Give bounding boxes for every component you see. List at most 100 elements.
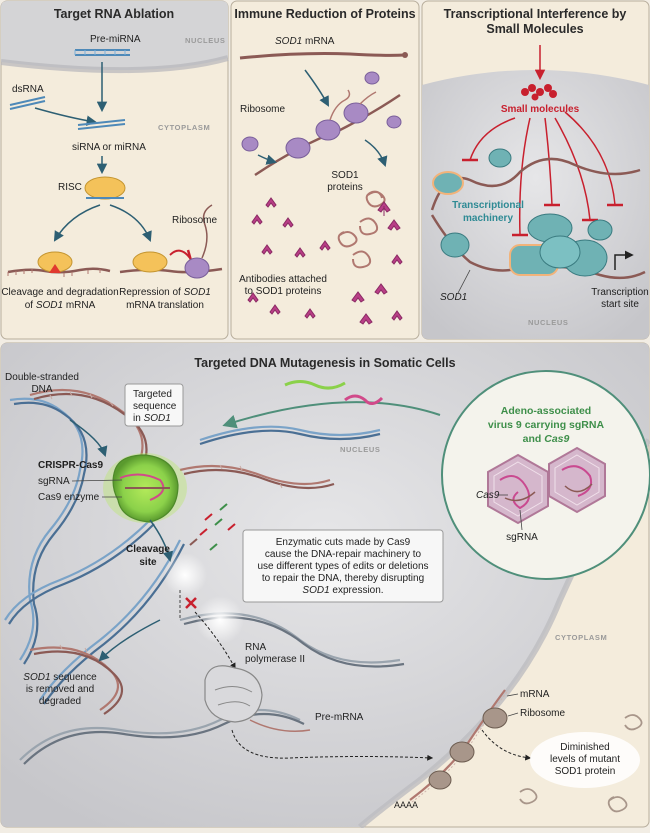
svg-text:use different types of edits o: use different types of edits or deletion… — [257, 561, 428, 572]
crispr-cas9-complex — [103, 453, 187, 523]
sirna-strand — [77, 119, 126, 130]
nucleus-label: NUCLEUS — [340, 445, 380, 454]
cytoplasm-label: CYTOPLASM — [555, 633, 607, 642]
protein-fragments — [519, 714, 643, 813]
pre-mrna-label: Pre-mRNA — [315, 712, 364, 723]
svg-text:in SOD1: in SOD1 — [133, 413, 171, 424]
sgrna-label: sgRNA — [38, 476, 70, 487]
sod1-protein-cluster — [337, 190, 386, 269]
aav-label-1: Adeno-associated — [501, 405, 591, 417]
aav-circle: Adeno-associated virus 9 carrying sgRNA … — [441, 370, 650, 580]
panel-frame — [230, 0, 420, 340]
svg-text:cause the DNA-repair machinery: cause the DNA-repair machinery to — [265, 549, 422, 560]
cleavage-label-2: of SOD1 mRNA — [25, 300, 96, 311]
repression-label-1: Repression of SOD1 — [119, 287, 211, 298]
ribosome-c1 — [482, 707, 508, 729]
svg-text:Diminished: Diminished — [560, 742, 609, 753]
antibodies-label-2: to SOD1 proteins — [245, 286, 322, 297]
panel-rna-ablation: Target RNA Ablation NUCLEUS CYTOPLASM Pr… — [0, 0, 229, 340]
antibodies-label-1: Antibodies attached — [239, 274, 327, 285]
aav-label-3: and Cas9 — [523, 433, 570, 445]
aav-capsid-2 — [548, 446, 606, 514]
dsrna-label: dsRNA — [12, 84, 44, 95]
ds-dna-label-2: DNA — [31, 384, 52, 395]
nucleus-label: NUCLEUS — [185, 36, 225, 45]
removed-label-1: SOD1 sequence — [23, 672, 97, 683]
ribosome-3 — [343, 102, 369, 124]
machinery-label-1: Transcriptional — [452, 200, 524, 211]
transcription-start-arrow — [614, 250, 634, 270]
ribosome-repressed — [184, 257, 210, 279]
diminished-protein-bubble: Diminished levels of mutant SOD1 protein — [530, 732, 640, 788]
svg-text:levels of mutant: levels of mutant — [550, 754, 620, 765]
svg-text:Enzymatic cuts made by Cas9: Enzymatic cuts made by Cas9 — [276, 537, 411, 548]
panel-title: Target RNA Ablation — [54, 7, 174, 21]
panel-title-line1: Transcriptional Interference by — [444, 7, 627, 21]
aav-delivery-arrow — [222, 401, 441, 429]
ribosome-c3 — [428, 770, 452, 790]
ribosome-label: Ribosome — [172, 215, 217, 226]
nucleus-label: NUCLEUS — [528, 318, 568, 327]
ribosome-1 — [285, 137, 311, 159]
risc-label: RISC — [58, 182, 82, 193]
risc-complex — [84, 176, 126, 200]
panel-title: Targeted DNA Mutagenesis in Somatic Cell… — [194, 356, 455, 370]
panel-transcriptional: Transcriptional Interference by Small Mo… — [421, 0, 650, 340]
mrna-strand — [239, 52, 406, 60]
repair-description-callout: Enzymatic cuts made by Cas9 cause the DN… — [242, 529, 444, 603]
tf-protein-3 — [440, 232, 470, 258]
panel-title-line2: Small Molecules — [486, 22, 583, 36]
sod1-proteins-label-1: SOD1 — [331, 170, 359, 181]
ribosome-label: Ribosome — [240, 104, 285, 115]
pre-mirna-strand — [75, 49, 130, 56]
panel-mutagenesis: Targeted DNA Mutagenesis in Somatic Cell… — [0, 342, 650, 830]
ds-dna-label-1: Double-stranded — [5, 372, 79, 383]
cytoplasm-label: CYTOPLASM — [158, 123, 210, 132]
aav-capsid-1 — [487, 453, 549, 525]
ribosome-2 — [315, 119, 341, 141]
poly-a-label: AAAA — [394, 800, 418, 810]
sirna-label: siRNA or miRNA — [72, 142, 146, 153]
machinery-label-2: machinery — [463, 213, 513, 224]
panel-immune-reduction: Immune Reduction of Proteins SOD1 mRNA R… — [230, 0, 420, 340]
svg-text:to repair the DNA, thereby dis: to repair the DNA, thereby disrupting — [262, 573, 424, 584]
svg-text:Targeted: Targeted — [133, 389, 172, 400]
rna-pol-label-2: polymerase II — [245, 654, 305, 665]
rna-polymerase — [204, 665, 263, 723]
ribosome-c2 — [449, 741, 475, 763]
pre-mirna-label: Pre-miRNA — [90, 34, 141, 45]
panel-title: Immune Reduction of Proteins — [234, 7, 415, 21]
cas9-enzyme-label: Cas9 enzyme — [38, 492, 100, 503]
mrna-label: SOD1 mRNA — [275, 36, 335, 47]
start-site-label-1: Transcription — [591, 287, 648, 298]
removed-label-3: degraded — [39, 696, 81, 707]
dna-fragments — [189, 503, 236, 551]
blocked-marker — [185, 597, 197, 609]
tf-protein-1 — [432, 171, 464, 195]
cleavage-site-label-1: Cleavage — [126, 544, 170, 555]
cleavage-marker — [49, 264, 61, 273]
start-site-label-2: start site — [601, 299, 639, 310]
svg-text:SOD1 protein: SOD1 protein — [555, 766, 616, 777]
sod1-label: SOD1 — [440, 292, 467, 303]
svg-text:sequence: sequence — [133, 401, 177, 412]
removed-label-2: is removed and — [26, 684, 94, 695]
antibody-group — [247, 197, 403, 325]
risc-repression — [132, 251, 168, 273]
cleavage-label-1: Cleavage and degradation — [1, 287, 118, 298]
nucleus-region — [1, 1, 228, 71]
aav-label-2: virus 9 carrying sgRNA — [488, 419, 605, 431]
cleavage-flash — [163, 553, 207, 597]
svg-text:SOD1 expression.: SOD1 expression. — [302, 585, 383, 596]
rna-pol-label-1: RNA — [245, 642, 266, 653]
sod1-proteins-label-2: proteins — [327, 182, 363, 193]
cleavage-site-label-2: site — [139, 557, 157, 568]
ribosome-label: Ribosome — [520, 708, 565, 719]
dsrna-strand — [9, 96, 46, 110]
aav-cas9-label: Cas9 — [476, 490, 500, 501]
crispr-label: CRISPR-Cas9 — [38, 460, 103, 471]
mrna-label: mRNA — [520, 689, 550, 700]
mrna-cleaved — [7, 267, 111, 274]
